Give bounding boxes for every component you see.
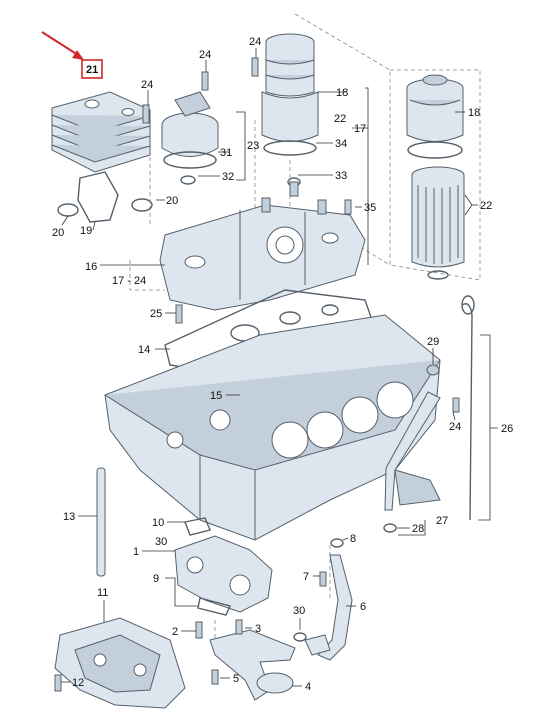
label-31: 31 [220,147,232,159]
oil-filter-housing [261,33,319,197]
guide-rod [96,467,106,577]
label-7: 7 [303,571,309,583]
label-25: 25 [150,308,162,320]
label-19: 19 [80,225,92,237]
label-23: 23 [247,140,259,152]
label-24: 24 [249,36,261,48]
dipstick-tube [383,391,441,533]
label-22: 22 [334,113,346,125]
label-34: 34 [335,138,347,150]
callout-21: 21 [41,31,103,79]
baffle-plate [54,617,186,709]
label-4: 4 [305,681,311,693]
label-29: 29 [427,336,439,348]
label-8: 8 [350,533,356,545]
label-24: 24 [141,79,153,91]
label-22: 22 [480,200,492,212]
label-5: 5 [233,673,239,685]
thermostat-housing [161,91,219,185]
label-24: 24 [449,421,461,433]
oil-filter-element [411,166,465,280]
cooler-gaskets [57,171,153,223]
label-11: 11 [97,587,108,599]
label-24: 24 [199,49,211,61]
label-18: 18 [336,87,348,99]
label-35: 35 [364,202,376,214]
leader-lines [61,48,498,687]
label-16: 16 [85,261,97,273]
label-1: 1 [133,546,139,558]
callout-label: 21 [86,64,98,76]
label-26: 26 [501,423,513,435]
part-labels: 24 24 24 18 18 22 17 22 31 23 32 34 33 3… [52,36,513,693]
label-18: 18 [468,107,480,119]
oil-strainer [195,619,296,701]
label-17-24: 17 - 24 [112,275,146,287]
label-32: 32 [222,171,234,183]
label-2: 2 [172,626,178,638]
oil-filter-cap [406,74,464,159]
label-28: 28 [412,523,424,535]
label-13: 13 [63,511,75,523]
label-20: 20 [166,195,178,207]
oil-pump [174,517,273,616]
label-20: 20 [52,227,64,239]
label-30: 30 [293,605,305,617]
oil-cooler [51,91,151,173]
label-17: 17 [354,123,366,135]
engine-block [104,314,441,541]
plug-29 [426,364,460,413]
label-14: 14 [138,344,150,356]
label-27: 27 [436,515,448,527]
label-12: 12 [72,677,84,689]
label-33: 33 [335,170,347,182]
label-6: 6 [360,601,366,613]
label-15: 15 [210,390,222,402]
oil-pipe [293,538,353,661]
dipstick [461,295,475,521]
label-30: 30 [155,536,167,548]
label-10: 10 [152,517,164,529]
label-3: 3 [255,623,261,635]
label-9: 9 [153,573,159,585]
timing-housing [159,197,366,311]
